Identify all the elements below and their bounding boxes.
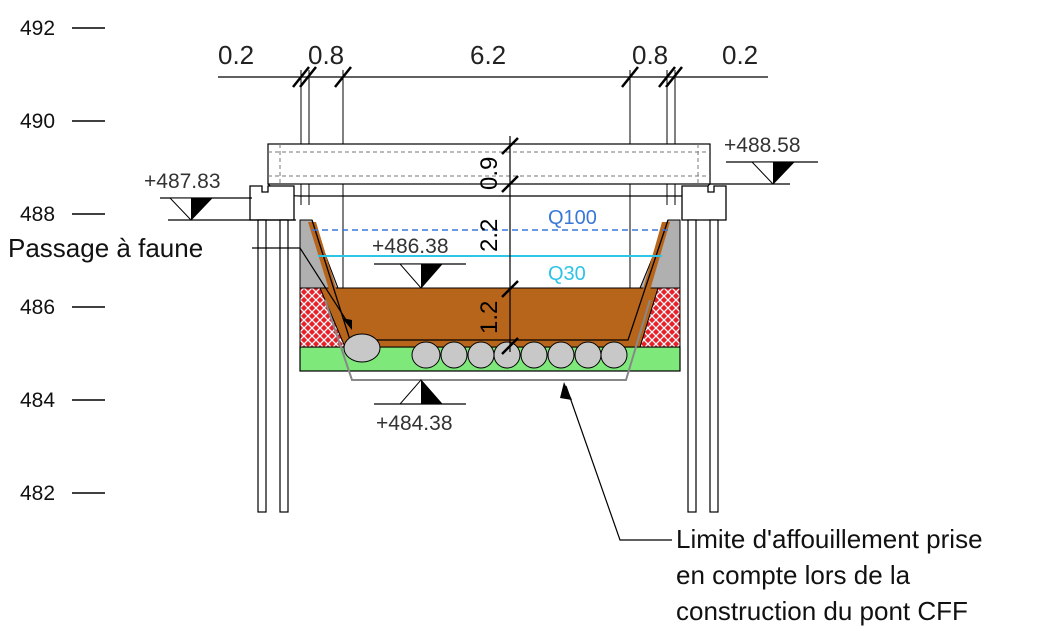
wildlife-passage-label: Passage à faune (8, 233, 203, 263)
dimension-label: 0.8 (308, 40, 344, 70)
dimension-label: 0.2 (218, 40, 254, 70)
scour-limit-line (324, 299, 651, 381)
vertical-dimension-label: 2.2 (476, 219, 503, 252)
dimension-label: 0.8 (632, 40, 668, 70)
vertical-dimension-label: 0.9 (476, 157, 503, 190)
y-tick-label: 488 (20, 203, 55, 226)
dimension-label: 6.2 (470, 40, 506, 70)
elevation-marker-right: +488.58 (710, 134, 818, 185)
dimension-label: 0.2 (722, 40, 758, 70)
y-tick-label: 482 (20, 482, 55, 505)
elevation-label: +488.58 (724, 134, 801, 157)
y-tick-label: 492 (20, 17, 55, 40)
q100-label: Q100 (548, 207, 597, 229)
y-tick-label: 490 (20, 110, 55, 133)
soil-fill (319, 287, 659, 348)
elevation-marker-left: +487.83 (144, 170, 296, 221)
vertical-dimension-label: 1.2 (476, 301, 503, 334)
elevation-label: +487.83 (144, 170, 221, 193)
vertical-dimension: 0.9 2.2 1.2 (476, 136, 519, 355)
right-abutment (681, 185, 727, 513)
wildlife-passage-leader (252, 247, 351, 327)
channel-outline (311, 219, 669, 341)
q30-label: Q30 (548, 263, 586, 285)
elevation-label: +484.38 (376, 412, 453, 435)
y-tick-label: 486 (20, 296, 55, 319)
riprap-stones (343, 333, 628, 369)
scour-note-line: en compte lors de la (676, 560, 911, 590)
scour-note-leader (565, 385, 672, 541)
elevation-marker-bed: +486.38 (372, 235, 466, 289)
scour-note-line: Limite d'affouillement prise (676, 524, 983, 554)
scour-note-line: construction du pont CFF (676, 596, 968, 626)
left-abutment (249, 185, 295, 513)
y-axis: 492 490 488 486 484 482 (20, 17, 105, 505)
y-tick-label: 484 (20, 389, 55, 412)
elevation-marker-scour: +484.38 (374, 379, 466, 435)
elevation-label: +486.38 (372, 235, 449, 258)
